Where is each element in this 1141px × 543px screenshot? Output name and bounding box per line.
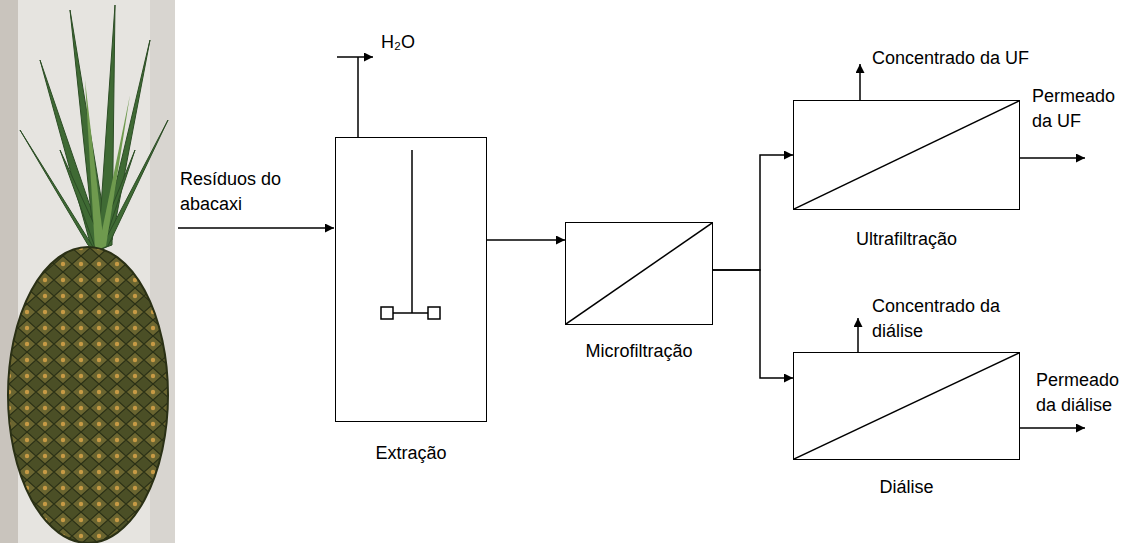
membrane-unit: Microfiltração — [565, 222, 713, 325]
membrane-line — [794, 353, 1019, 459]
stream-label: Concentrado da UF — [872, 46, 1029, 71]
stream-label: H₂O — [381, 30, 415, 55]
water-inlet — [337, 57, 373, 137]
stirrer — [381, 150, 440, 319]
stream-label: Permeado da diálise — [1036, 368, 1131, 418]
flow-arrow — [713, 270, 793, 378]
membrane-unit: Ultrafiltração — [793, 100, 1020, 210]
extraction-tank: Extração — [335, 137, 487, 422]
unit-name: Ultrafiltração — [856, 228, 957, 251]
pineapple-photo — [0, 0, 175, 543]
unit-name: Diálise — [879, 476, 933, 499]
membrane-line — [794, 101, 1019, 209]
membrane-unit: Diálise — [793, 352, 1020, 460]
unit-name: Microfiltração — [585, 340, 692, 363]
flow-arrow — [487, 239, 565, 241]
flow-arrow — [713, 155, 793, 270]
stream-label: Resíduos do abacaxi — [180, 167, 292, 217]
feed-arrow — [178, 227, 334, 229]
stream-label: Concentrado da diálise — [872, 294, 1012, 344]
stream-label: Permeado da UF — [1032, 84, 1127, 134]
unit-name: Extração — [375, 442, 446, 465]
membrane-line — [566, 223, 712, 324]
